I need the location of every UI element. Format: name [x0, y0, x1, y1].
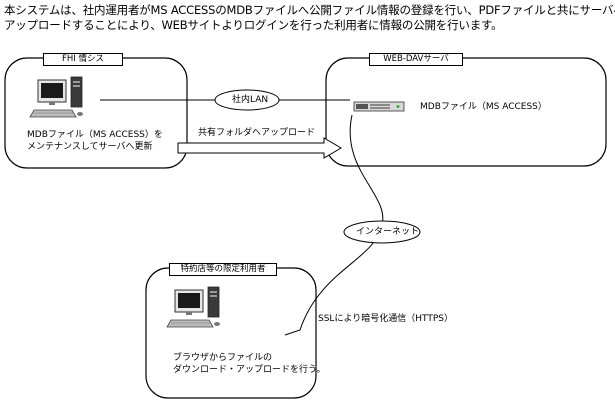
intro-text: 本システムは、社内運用者がMS ACCESSのMDBファイルへ公開ファイル情報の… — [4, 3, 615, 33]
internet-label: インターネット — [356, 227, 420, 237]
fhi-desc-line-2: メンテナンスしてサーバへ更新 — [27, 142, 153, 152]
upload-arrow — [177, 137, 342, 159]
intro-line-2: アップロードすることにより、WEBサイトよりログインを行った利用者に情報の公開を… — [4, 18, 503, 32]
server-box — [325, 57, 607, 167]
server-title: WEB-DAVサーバ — [369, 53, 463, 66]
partner-title: 特約店等の限定利用者 — [169, 263, 277, 276]
server-mdb-label: MDBファイル（MS ACCESS） — [420, 102, 547, 112]
fhi-computer-icon — [29, 76, 84, 118]
fhi-title: FHI 情シス — [43, 53, 123, 66]
upload-label: 共有フォルダへアップロード — [198, 128, 316, 138]
lan-ellipse — [214, 89, 280, 111]
partner-desc-line-1: ブラウザからファイルの — [173, 353, 273, 363]
ssl-label: SSLにより暗号化通信（HTTPS） — [318, 314, 454, 324]
partner-desc-line-2: ダウンロード・アップロードを行う。 — [173, 365, 326, 375]
intro-line-1: 本システムは、社内運用者がMS ACCESSのMDBファイルへ公開ファイル情報の… — [4, 3, 615, 17]
rack-server-icon — [353, 101, 405, 112]
partner-computer-icon — [166, 286, 221, 328]
internet-ellipse — [343, 220, 421, 244]
fhi-desc-line-1: MDBファイル（MS ACCESS）を — [27, 130, 163, 140]
lan-label: 社内LAN — [232, 95, 269, 105]
